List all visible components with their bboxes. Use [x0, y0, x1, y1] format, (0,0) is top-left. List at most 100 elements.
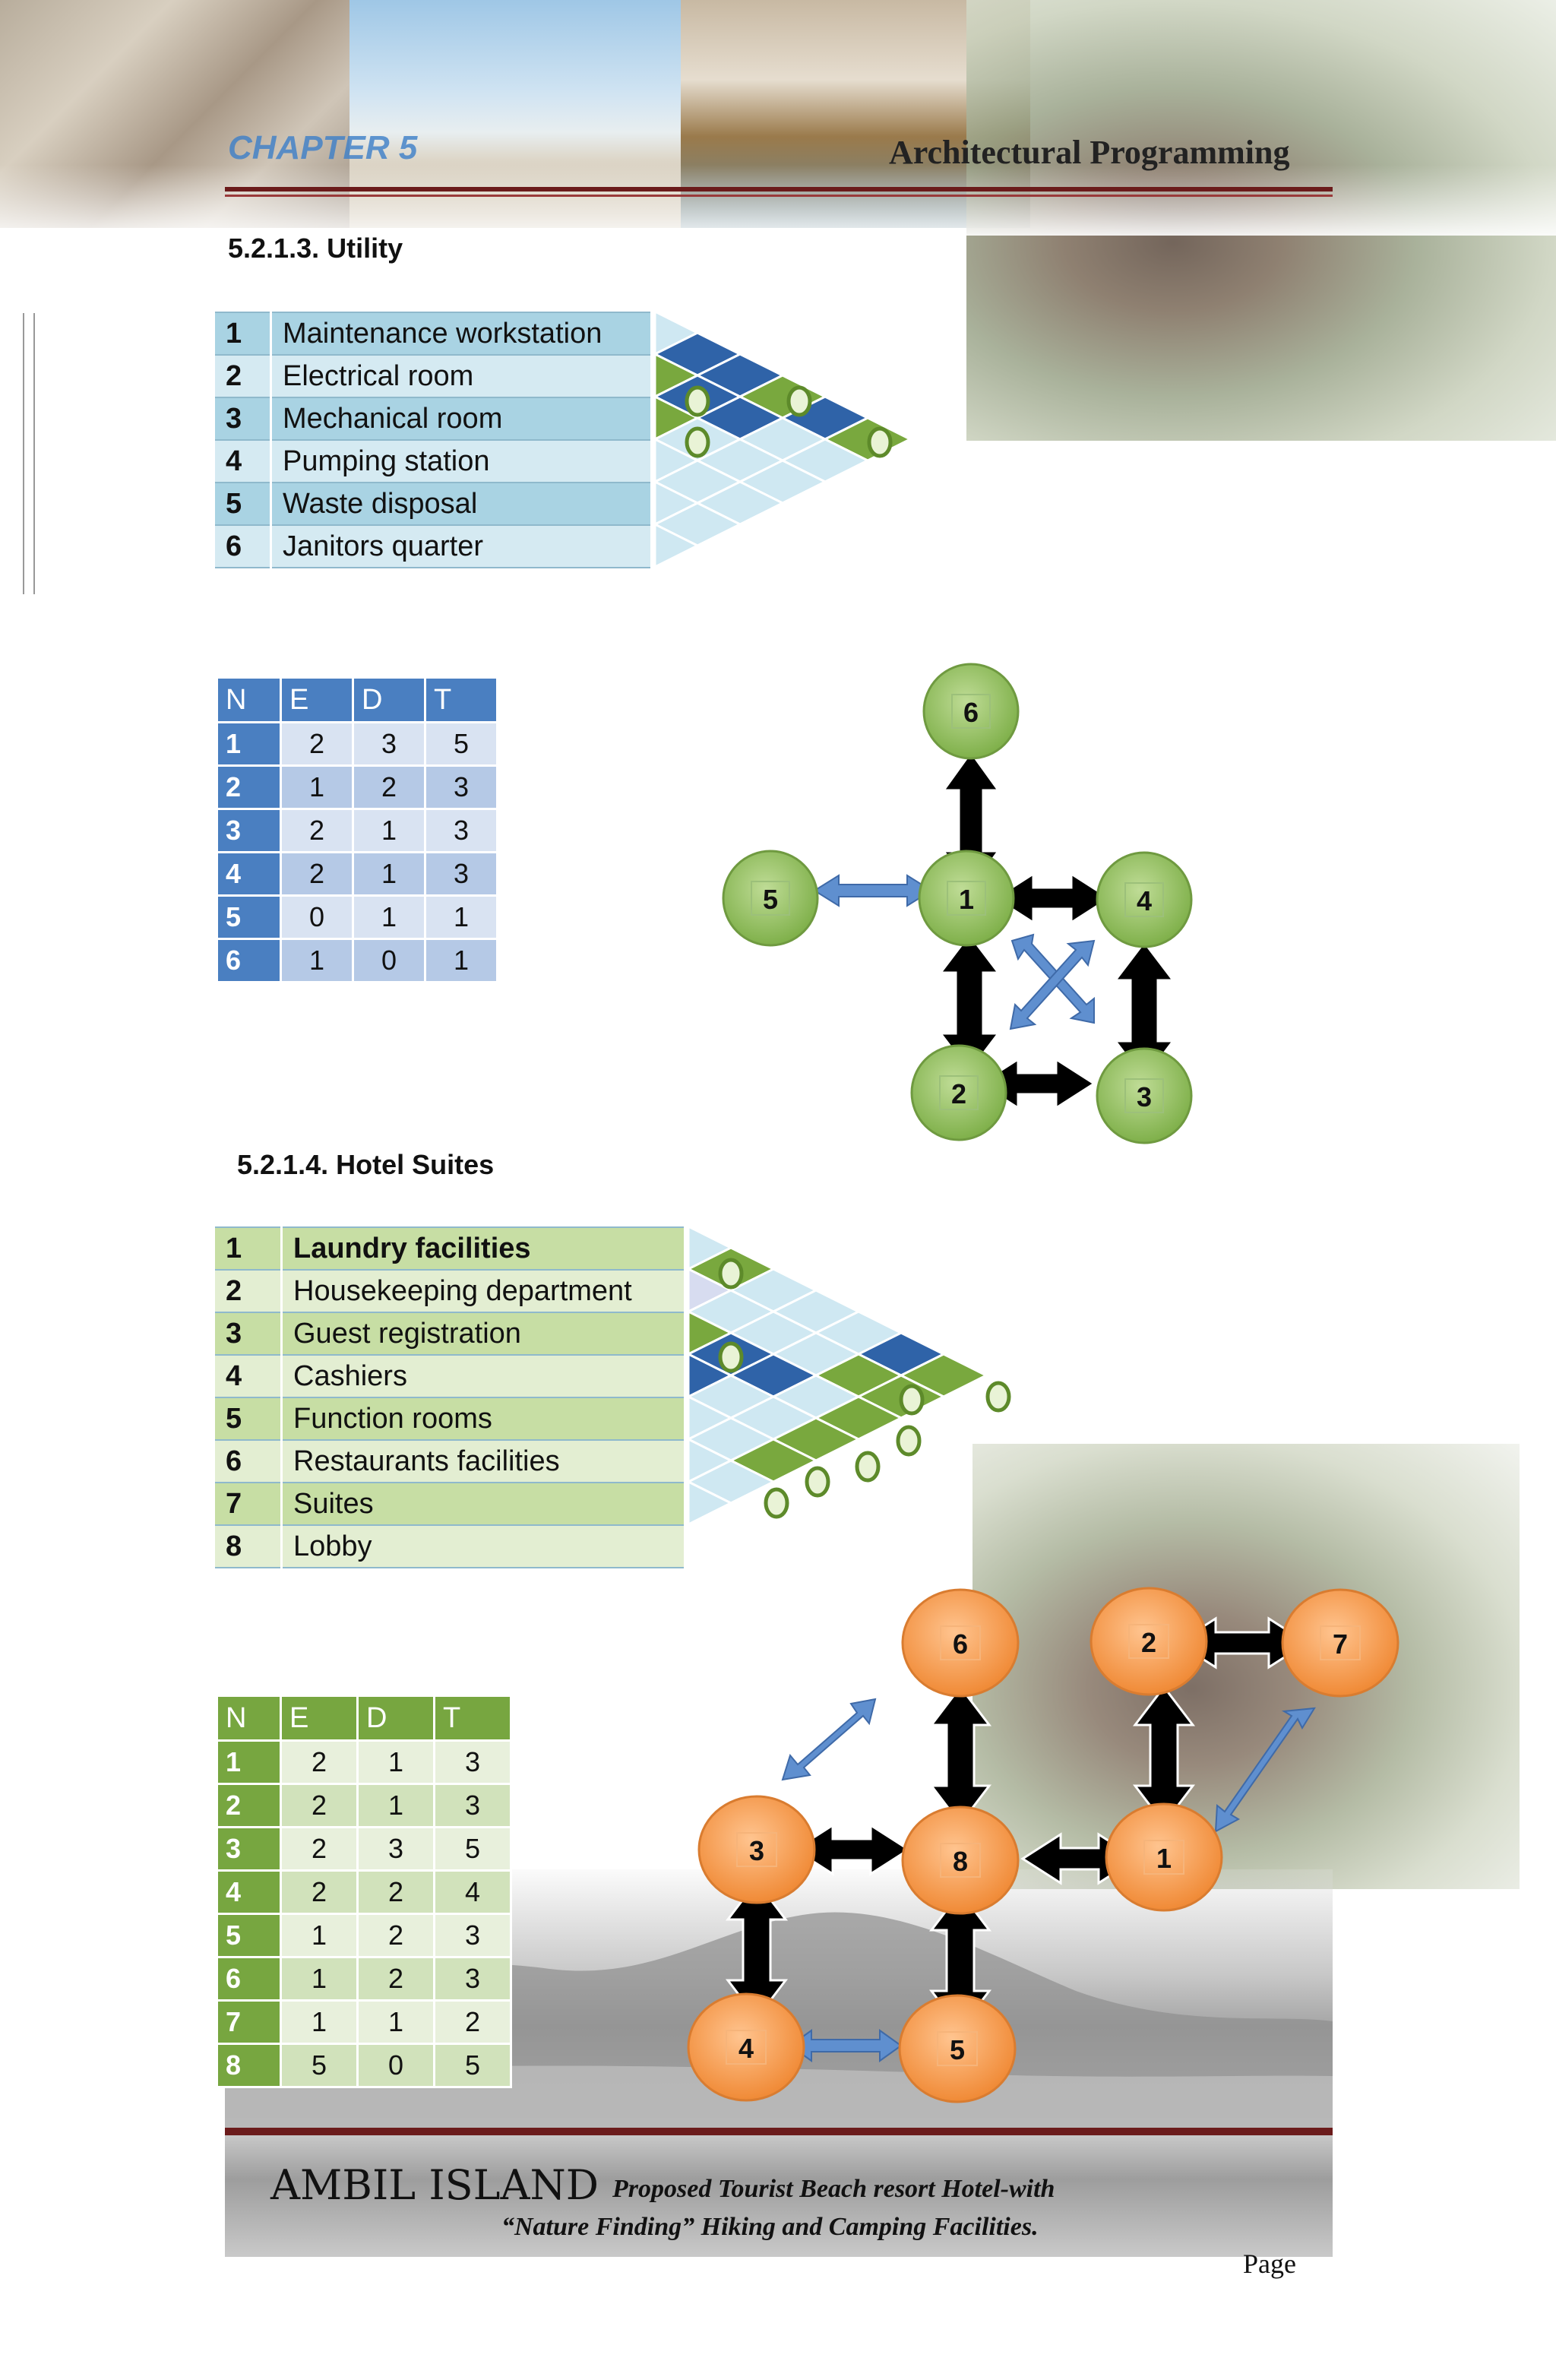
cell: 2 [356, 1869, 435, 1915]
item-name: Restaurants facilities [280, 1439, 686, 1483]
column-header: D [356, 1695, 435, 1742]
footer-tagline-line1: Proposed Tourist Beach resort Hotel-with [612, 2175, 1055, 2203]
item-number: 4 [213, 439, 272, 483]
item-number: 6 [213, 1439, 283, 1483]
minor-connectors [813, 874, 1096, 1030]
cell: 1 [352, 851, 426, 897]
column-header: T [433, 1695, 512, 1742]
minor-relation-markers [718, 1258, 1011, 1519]
cell: 0 [352, 938, 426, 983]
item-name: Laundry facilities [280, 1226, 686, 1271]
cell: 1 [356, 1999, 435, 2045]
bubble-label: 5 [950, 2034, 965, 2065]
cell: 5 [280, 2043, 359, 2088]
cell: 1 [424, 938, 498, 983]
column-header: E [280, 676, 354, 723]
header-fade [0, 0, 1556, 236]
cell: 3 [216, 1826, 282, 1872]
cell: 2 [280, 1826, 359, 1872]
bubble-node: 6 [922, 663, 1020, 760]
bubble-node: 7 [1281, 1588, 1399, 1698]
hotel-bubble-diagram: 6 2 7 3 8 1 4 5 [687, 1587, 1399, 2103]
bubble-label: 4 [1137, 885, 1152, 916]
cell: 0 [280, 894, 354, 940]
item-number: 2 [213, 1269, 283, 1313]
cell: 3 [424, 851, 498, 897]
bubble-node: 4 [1096, 851, 1193, 948]
cell: 0 [356, 2043, 435, 2088]
cell: 6 [216, 1956, 282, 2002]
hotel-suites-heading: 5.2.1.4. Hotel Suites [237, 1149, 495, 1180]
header-title: Architectural Programming [889, 134, 1290, 171]
cell: 1 [280, 1999, 359, 2045]
minor-relation-markers [685, 385, 893, 458]
header-rule-secondary [225, 195, 1333, 197]
bubble-label: 1 [959, 884, 974, 915]
bubble-label: 6 [963, 697, 979, 728]
bubble-node: 4 [687, 1992, 805, 2102]
chapter-label: CHAPTER 5 [228, 129, 418, 166]
item-name: Mechanical room [270, 397, 653, 441]
cell: 1 [280, 938, 354, 983]
bubble-node: 2 [910, 1044, 1007, 1141]
cell: 4 [216, 851, 282, 897]
cell: 3 [433, 1913, 512, 1958]
cell: 3 [433, 1956, 512, 2002]
bubble-label: 1 [1156, 1843, 1172, 1874]
cell: 2 [280, 808, 354, 853]
cell: 1 [216, 721, 282, 767]
item-number: 5 [213, 482, 272, 526]
cell: 2 [352, 764, 426, 810]
bubble-label: 4 [738, 2033, 754, 2064]
minor-connectors [781, 1698, 1316, 2062]
item-name: Waste disposal [270, 482, 653, 526]
cell: 3 [356, 1826, 435, 1872]
bubble-label: 5 [763, 884, 778, 915]
utility-adjacency-matrix [655, 312, 913, 568]
column-header: T [424, 676, 498, 723]
item-name: Pumping station [270, 439, 653, 483]
matrix-diamonds [655, 312, 913, 568]
footer-rule [225, 2128, 1333, 2135]
bubble-label: 2 [1141, 1627, 1156, 1658]
item-number: 2 [213, 354, 272, 398]
item-number: 1 [213, 1226, 283, 1271]
item-name: Guest registration [280, 1312, 686, 1356]
hotel-adjacency-matrix [688, 1226, 1011, 1526]
margin-bar [23, 313, 35, 594]
cell: 1 [216, 1739, 282, 1785]
matrix-diamonds [688, 1226, 989, 1526]
cell: 2 [280, 1783, 359, 1828]
bubble-label: 2 [951, 1078, 966, 1109]
table-header-row: N E D T [216, 1695, 512, 1742]
column-header: N [216, 676, 282, 723]
item-number: 3 [213, 1312, 283, 1356]
cell: 1 [280, 764, 354, 810]
cell: 5 [433, 2043, 512, 2088]
cell: 3 [424, 764, 498, 810]
bubble-label: 3 [749, 1835, 764, 1866]
footer-band [225, 2128, 1333, 2257]
cell: 3 [433, 1739, 512, 1785]
cell: 1 [356, 1739, 435, 1785]
cell: 6 [216, 938, 282, 983]
cell: 5 [216, 1913, 282, 1958]
item-number: 5 [213, 1397, 283, 1441]
footer-tagline-line2: “Nature Finding” Hiking and Camping Faci… [501, 2213, 1039, 2241]
item-name: Maintenance workstation [270, 312, 653, 356]
